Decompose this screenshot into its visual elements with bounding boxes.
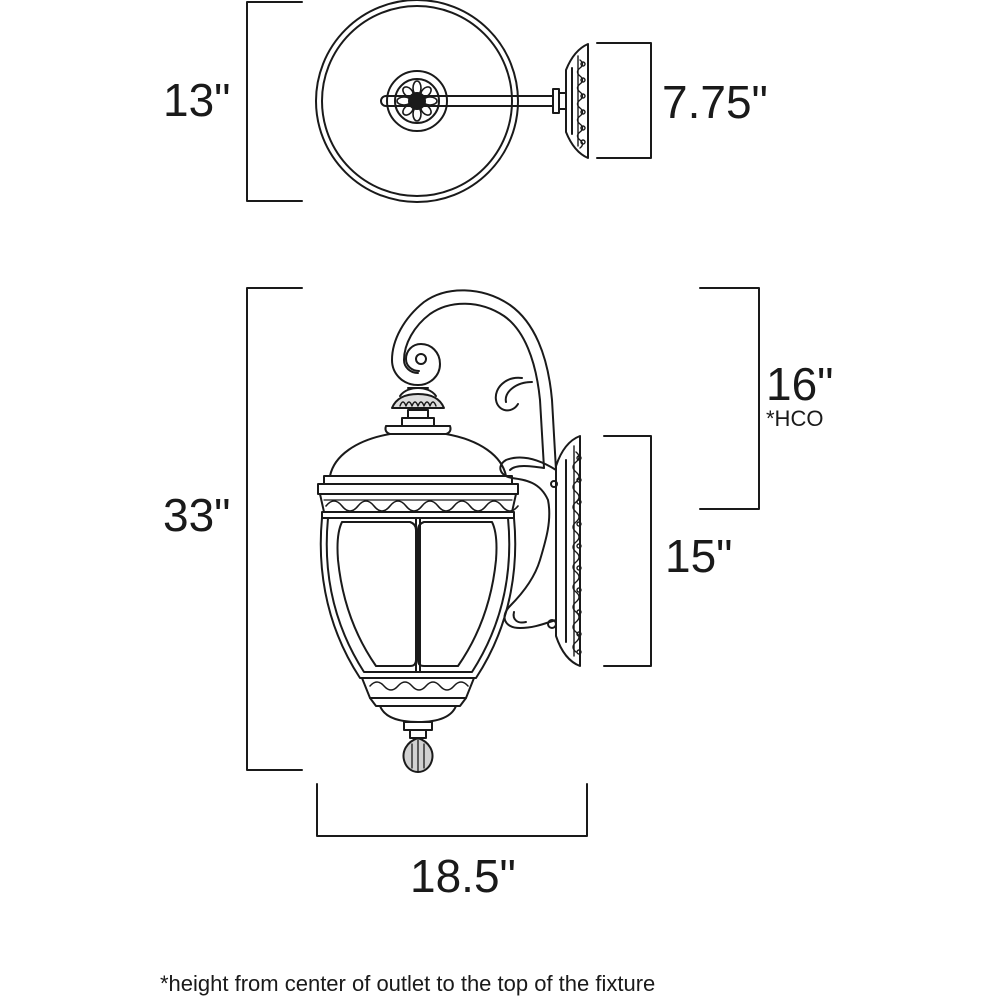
dimension-bracket-7-75 <box>596 42 652 159</box>
glass-pane-right <box>417 521 498 667</box>
projection-label: 7.75" <box>662 76 768 128</box>
side-view-backplate <box>555 435 582 667</box>
top-finial-icon <box>391 387 445 427</box>
dimension-bracket-16 <box>699 287 760 510</box>
hco-marker: *HCO <box>766 406 824 431</box>
scroll-arm <box>391 289 558 629</box>
diameter-label: 13" <box>163 74 231 126</box>
dimension-bracket-15 <box>603 435 652 667</box>
footnote: *height from center of outlet to the top… <box>160 971 656 996</box>
width-label: 18.5" <box>410 850 516 902</box>
top-view-outer-ring <box>315 0 519 203</box>
top-view <box>246 0 652 203</box>
center-rosette-icon <box>386 70 448 132</box>
dimension-bracket-33 <box>246 287 303 771</box>
bottom-band <box>361 677 475 723</box>
top-view-arm <box>380 95 554 107</box>
dimension-bracket-13 <box>246 1 303 202</box>
backplate-height-label: 15" <box>665 530 733 582</box>
lantern-dome <box>317 425 519 495</box>
ornamental-band <box>319 493 519 519</box>
side-view <box>246 287 760 837</box>
top-view-backplate <box>565 43 589 159</box>
height-label: 33" <box>163 489 231 541</box>
lantern-body <box>319 517 517 679</box>
bottom-finial-icon <box>402 721 434 773</box>
hco-label: 16" <box>766 358 834 410</box>
dimension-bracket-18-5 <box>316 783 588 837</box>
